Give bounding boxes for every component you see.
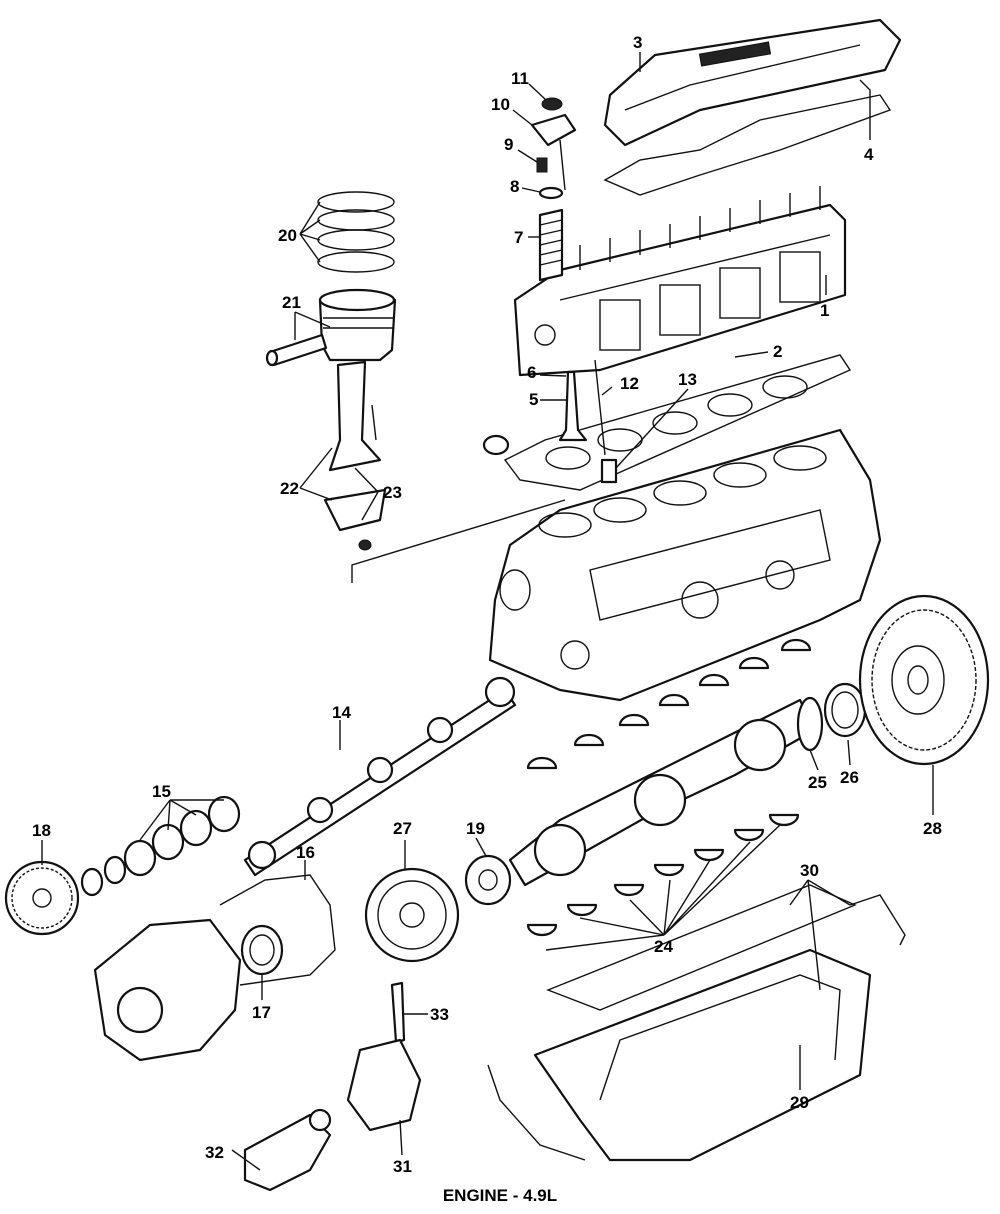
spring-retainer <box>538 186 564 200</box>
crankshaft <box>508 698 817 887</box>
piston <box>318 288 397 362</box>
dipstick-tube <box>487 1064 586 1161</box>
main-bearings-upper <box>526 638 812 770</box>
connecting-rod <box>323 360 387 551</box>
oil-pan <box>533 948 872 1162</box>
rocker-arm <box>530 113 577 191</box>
callout-1: 1 <box>820 301 829 320</box>
callout-13: 13 <box>678 370 697 389</box>
flywheel <box>858 594 990 766</box>
callout-3: 3 <box>633 33 642 52</box>
callout-12: 12 <box>620 374 639 393</box>
lifter <box>600 458 618 484</box>
callout-8: 8 <box>510 177 519 196</box>
callout-18: 18 <box>32 821 51 840</box>
valve-spring <box>538 208 564 282</box>
callout-29: 29 <box>790 1093 809 1112</box>
valve-keepers <box>536 157 548 173</box>
thrust-plate <box>80 855 127 897</box>
callout-25: 25 <box>808 773 827 792</box>
cam-bearings <box>123 795 241 877</box>
engine-block <box>488 428 882 702</box>
front-crank-seal <box>240 924 284 976</box>
callout-28: 28 <box>923 819 942 838</box>
callout-labels: 3 4 1 2 5 6 7 8 9 10 11 12 13 14 15 16 1… <box>32 33 942 1176</box>
diagram-caption: ENGINE - 4.9L <box>442 1186 558 1205</box>
cam-timing-gear <box>4 860 80 936</box>
callout-24: 24 <box>654 937 673 956</box>
callout-30: 30 <box>800 861 819 880</box>
crank-gear <box>464 854 512 906</box>
callout-32: 32 <box>205 1143 224 1162</box>
rear-main-bearing <box>796 696 824 752</box>
callout-6: 6 <box>527 363 536 382</box>
leader-lines <box>41 52 934 1171</box>
timing-cover <box>93 918 242 1062</box>
callout-27: 27 <box>393 819 412 838</box>
callout-22: 22 <box>280 479 299 498</box>
callout-10: 10 <box>491 95 510 114</box>
camshaft <box>243 676 517 877</box>
oil-pickup <box>243 1108 332 1192</box>
callout-20: 20 <box>278 226 297 245</box>
callout-31: 31 <box>393 1157 412 1176</box>
piston-rings <box>317 191 395 273</box>
pushrod <box>594 359 606 456</box>
valve <box>558 370 588 442</box>
callout-21: 21 <box>282 293 301 312</box>
cylinder-head <box>513 186 847 377</box>
valve-seal <box>482 434 510 456</box>
callout-5: 5 <box>529 390 538 409</box>
callout-16: 16 <box>296 843 315 862</box>
callout-33: 33 <box>430 1005 449 1024</box>
oil-pump <box>346 1038 422 1132</box>
valve-cover <box>603 18 902 147</box>
oil-pump-shaft <box>390 981 406 1044</box>
callout-19: 19 <box>466 819 485 838</box>
callout-11: 11 <box>511 69 529 88</box>
callout-15: 15 <box>152 782 171 801</box>
callout-17: 17 <box>252 1003 271 1022</box>
callout-14: 14 <box>332 703 351 722</box>
piston-pin <box>265 333 328 367</box>
callout-9: 9 <box>504 135 513 154</box>
harmonic-balancer <box>364 867 460 963</box>
rocker-pivot <box>541 97 563 111</box>
callout-7: 7 <box>514 228 523 247</box>
callout-4: 4 <box>864 145 874 164</box>
callout-26: 26 <box>840 768 859 787</box>
main-bearings-lower <box>526 813 800 937</box>
rear-main-seal <box>823 682 867 738</box>
callout-23: 23 <box>383 483 402 502</box>
valve-cover-gasket <box>603 94 892 196</box>
front-cover-gasket <box>219 874 336 986</box>
oil-pan-gasket <box>546 884 906 1011</box>
callout-2: 2 <box>773 342 782 361</box>
